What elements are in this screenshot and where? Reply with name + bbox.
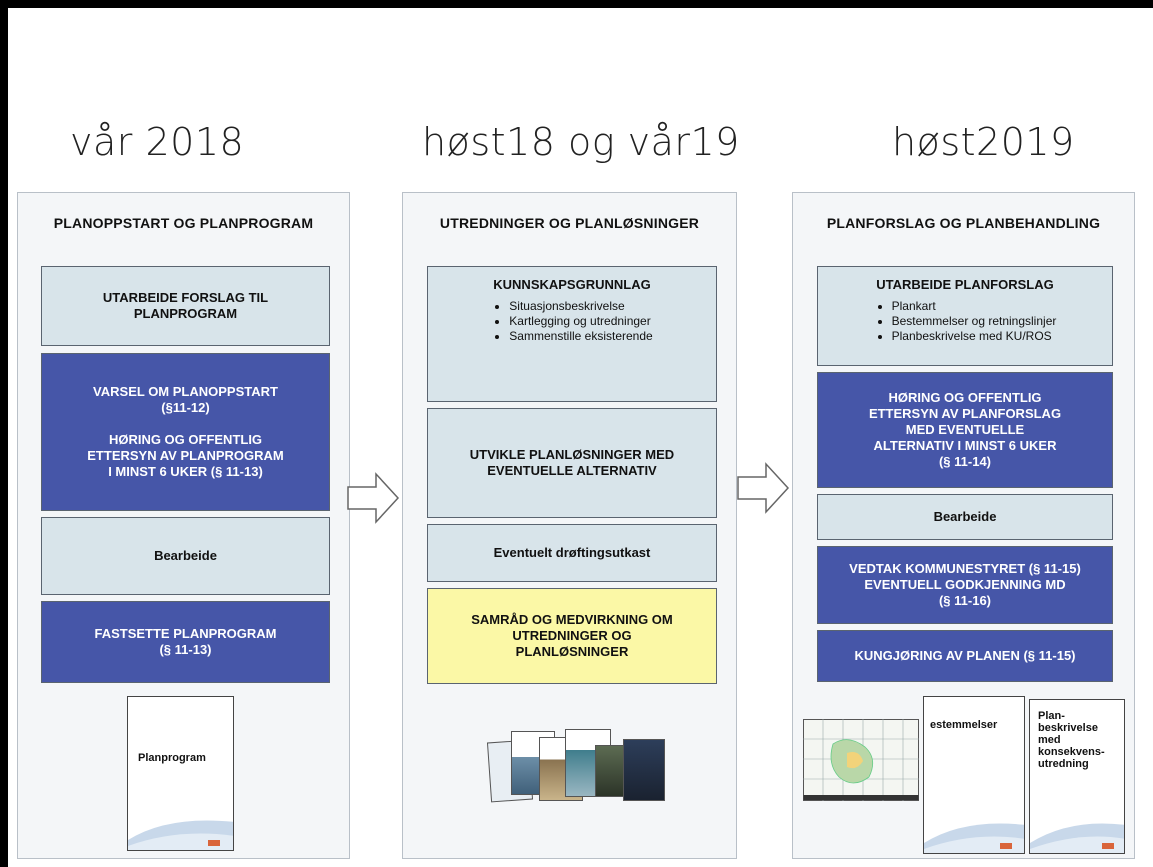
panel-title: PLANOPPSTART OG PLANPROGRAM — [53, 215, 314, 231]
panel-planforslag: PLANFORSLAG OG PLANBEHANDLING UTARBEIDE … — [792, 192, 1135, 859]
arrow-right-icon — [737, 462, 790, 514]
wave-decoration — [128, 820, 233, 850]
document-title: Planprogram — [138, 752, 206, 764]
box-vedtak-kommunestyret: VEDTAK KOMMUNESTYRET (§ 11-15) EVENTUELL… — [817, 546, 1113, 624]
box-text: VARSEL OM PLANOPPSTART — [93, 384, 278, 399]
box-fastsette-planprogram: FASTSETTE PLANPROGRAM (§ 11-13) — [41, 601, 330, 683]
box-utarbeide-planforslag: UTARBEIDE PLANFORSLAG Plankart Bestemmel… — [817, 266, 1113, 366]
document-title: estemmelser — [930, 719, 998, 731]
box-heading: UTARBEIDE PLANFORSLAG — [876, 277, 1054, 292]
panel-title: UTREDNINGER OG PLANLØSNINGER — [439, 215, 700, 231]
document-title-line: med — [1038, 734, 1061, 746]
box-text: Bearbeide — [933, 509, 997, 524]
box-kungjoring: KUNGJØRING AV PLANEN (§ 11-15) — [817, 630, 1113, 682]
bullet-item: Bestemmelser og retningslinjer — [892, 314, 1057, 329]
box-text: UTREDNINGER OG — [512, 628, 632, 643]
wave-decoration — [924, 823, 1024, 853]
box-drøftingsutkast: Eventuelt drøftingsutkast — [427, 524, 717, 582]
box-text: ETTERSYN AV PLANPROGRAM — [87, 448, 284, 463]
box-text: SAMRÅD OG MEDVIRKNING OM — [471, 612, 673, 627]
box-horing-planforslag: HØRING OG OFFENTLIG ETTERSYN AV PLANFORS… — [817, 372, 1113, 488]
box-kunnskapsgrunnlag: KUNNSKAPSGRUNNLAG Situasjonsbeskrivelse … — [427, 266, 717, 402]
bullet-item: Plankart — [892, 299, 1057, 314]
panel-planoppstart: PLANOPPSTART OG PLANPROGRAM UTARBEIDE FO… — [17, 192, 350, 859]
panel-utredninger: UTREDNINGER OG PLANLØSNINGER KUNNSKAPSGR… — [402, 192, 737, 859]
box-utvikle-planlosninger: UTVIKLE PLANLØSNINGER MED EVENTUELLE ALT… — [427, 408, 717, 518]
bullet-item: Sammenstille eksisterende — [509, 329, 652, 344]
box-text: Bearbeide — [154, 548, 217, 563]
bullet-list: Plankart Bestemmelser og retningslinjer … — [874, 299, 1057, 344]
box-text: MED EVENTUELLE — [905, 422, 1025, 437]
box-text: PLANLØSNINGER — [515, 644, 629, 659]
box-text: (§11-12) — [161, 400, 210, 415]
bullet-item: Kartlegging og utredninger — [509, 314, 652, 329]
document-title-line: Plan- — [1038, 710, 1065, 722]
box-text: EVENTUELL GODKJENNING MD — [864, 577, 1066, 592]
report-thumbnail — [623, 739, 665, 801]
box-text: Eventuelt drøftingsutkast — [493, 545, 651, 560]
planbeskrivelse-document-thumbnail: Plan- beskrivelse med konsekvens- utredn… — [1029, 699, 1125, 854]
bullet-item: Planbeskrivelse med KU/ROS — [892, 329, 1057, 344]
planprogram-document-thumbnail: Planprogram — [127, 696, 234, 851]
box-text: (§ 11-13) — [159, 642, 212, 657]
document-title-line: konsekvens- — [1038, 746, 1105, 758]
box-text: ETTERSYN AV PLANFORSLAG — [868, 406, 1062, 421]
box-text: (§ 11-16) — [938, 593, 992, 608]
box-bearbeide: Bearbeide — [41, 517, 330, 595]
box-text: I MINST 6 UKER (§ 11-13) — [108, 464, 263, 479]
box-text: PLANPROGRAM — [133, 306, 238, 321]
document-title: Plan- beskrivelse med konsekvens- utredn… — [1038, 710, 1105, 770]
box-utarbeide-forslag: UTARBEIDE FORSLAG TIL PLANPROGRAM — [41, 266, 330, 346]
box-text: KUNGJØRING AV PLANEN (§ 11-15) — [854, 648, 1076, 663]
box-text: FASTSETTE PLANPROGRAM — [94, 626, 277, 641]
document-title-line: utredning — [1038, 758, 1089, 770]
box-text: UTARBEIDE FORSLAG TIL — [102, 290, 269, 305]
season-heading-2: høst18 og vår19 — [422, 120, 740, 164]
box-samrad-medvirkning: SAMRÅD OG MEDVIRKNING OM UTREDNINGER OG … — [427, 588, 717, 684]
box-heading: KUNNSKAPSGRUNNLAG — [493, 277, 651, 292]
box-varsel-planoppstart: VARSEL OM PLANOPPSTART (§11-12) HØRING O… — [41, 353, 330, 511]
season-heading-3: høst2019 — [892, 120, 1075, 164]
bullet-item: Situasjonsbeskrivelse — [509, 299, 652, 314]
bestemmelser-document-thumbnail: estemmelser — [923, 696, 1025, 854]
document-title-line: beskrivelse — [1038, 722, 1098, 734]
arrow-right-icon — [347, 472, 400, 524]
panel-title: PLANFORSLAG OG PLANBEHANDLING — [826, 215, 1101, 231]
box-text: VEDTAK KOMMUNESTYRET (§ 11-15) — [849, 561, 1081, 576]
box-text: (§ 11-14) — [938, 454, 992, 469]
bullet-list: Situasjonsbeskrivelse Kartlegging og utr… — [491, 299, 652, 344]
box-text: UTVIKLE PLANLØSNINGER MED — [469, 447, 675, 462]
box-text: ALTERNATIV I MINST 6 UKER — [873, 438, 1057, 453]
box-bearbeide: Bearbeide — [817, 494, 1113, 540]
plankart-map-thumbnail — [803, 719, 919, 801]
box-text: EVENTUELLE ALTERNATIV — [487, 463, 657, 478]
box-text: HØRING OG OFFENTLIG — [108, 432, 263, 447]
wave-decoration — [1030, 823, 1124, 853]
season-heading-1: vår 2018 — [70, 120, 245, 164]
box-text: HØRING OG OFFENTLIG — [888, 390, 1042, 405]
